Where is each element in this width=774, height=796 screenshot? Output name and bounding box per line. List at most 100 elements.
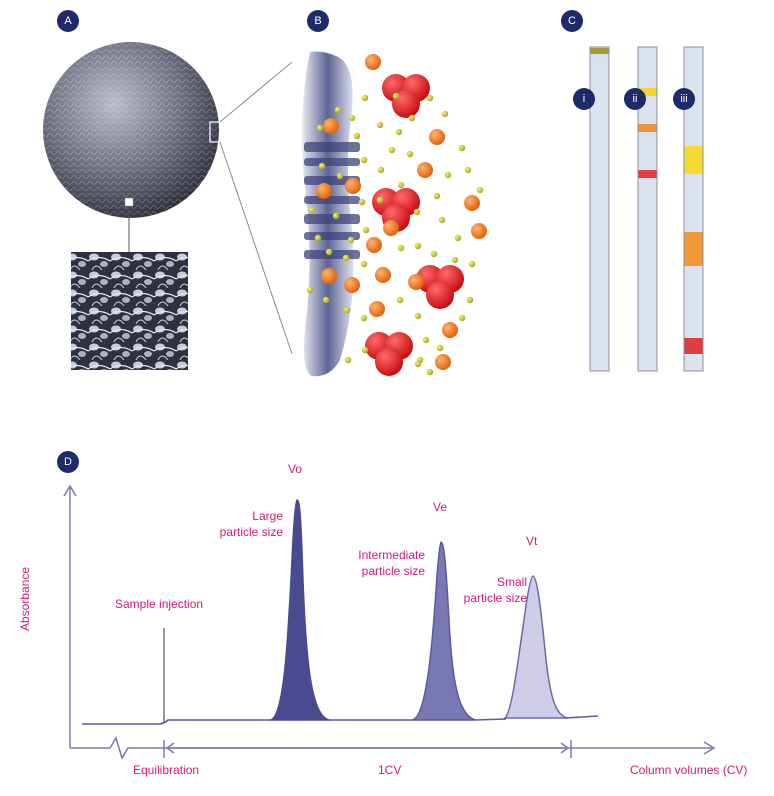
small-particle <box>433 192 441 200</box>
column-tube <box>589 46 610 372</box>
column-2 <box>637 46 658 372</box>
small-particle <box>362 226 370 234</box>
medium-particle <box>365 54 381 70</box>
separated-band <box>684 146 703 174</box>
small-particle <box>414 242 422 250</box>
small-particle <box>397 244 405 252</box>
bead-texture <box>43 42 219 218</box>
small-particle <box>466 296 474 304</box>
peak-vo <box>269 499 331 721</box>
small-particle <box>406 150 414 158</box>
small-particle <box>353 132 361 140</box>
medium-particle <box>366 237 382 253</box>
panel-b <box>302 51 487 377</box>
small-particle <box>392 92 400 100</box>
small-particle <box>306 286 314 294</box>
small-particle <box>360 156 368 164</box>
panel-a <box>43 42 293 370</box>
medium-particle <box>383 220 399 236</box>
equilibration-label: Equilibration <box>133 763 200 777</box>
y-axis-arrow <box>63 484 77 497</box>
bead-cross-section <box>302 51 354 377</box>
x-axis-arrow <box>703 741 716 755</box>
small-particle <box>344 356 352 364</box>
small-particle <box>464 166 472 174</box>
small-particle <box>444 171 452 179</box>
cv-arrow-left <box>165 742 175 754</box>
peak-vt <box>502 575 569 719</box>
small-particle <box>377 166 385 174</box>
large-particle <box>382 74 430 118</box>
small-particle <box>426 94 434 102</box>
large-particle <box>365 332 413 376</box>
large-particle-sphere <box>426 281 454 309</box>
badge-column-iii: iii <box>673 88 695 110</box>
pore-channel <box>304 158 360 166</box>
sample-band-loaded <box>590 48 609 54</box>
panel-c <box>589 46 704 372</box>
pore-channel <box>304 142 360 152</box>
separated-band <box>684 232 703 266</box>
small-particle <box>426 368 434 376</box>
small-particle <box>396 296 404 304</box>
medium-particle <box>408 274 424 290</box>
badge-column-ii: ii <box>624 88 646 110</box>
medium-particle <box>442 322 458 338</box>
small-particle <box>376 121 384 129</box>
zoom-line-top <box>219 61 293 123</box>
pore-channel <box>304 214 360 224</box>
cv-arrow-right <box>560 742 570 754</box>
large-particle-sphere <box>375 348 403 376</box>
baseline <box>82 715 599 725</box>
small-particle <box>334 106 342 114</box>
panel-d <box>63 484 716 760</box>
small-particle <box>348 114 356 122</box>
medium-particle <box>316 183 332 199</box>
medium-particle <box>345 178 361 194</box>
large-particle <box>416 265 464 309</box>
x-axis-label: Column volumes (CV) <box>630 763 748 777</box>
medium-particle <box>323 118 339 134</box>
badge-c: C <box>561 10 583 32</box>
small-particle <box>436 344 444 352</box>
small-particle <box>430 250 438 258</box>
zoom-line-bottom <box>219 141 293 355</box>
small-particle <box>376 196 384 204</box>
small-particle <box>388 146 396 154</box>
small-particle <box>458 314 466 322</box>
pore-channel <box>304 196 360 204</box>
peak-vo-desc-2: particle size <box>219 525 283 539</box>
small-particle <box>408 114 416 122</box>
small-particle <box>454 234 462 242</box>
column-tube <box>683 46 704 372</box>
small-particle <box>360 314 368 322</box>
medium-particle <box>464 195 480 211</box>
small-particle <box>361 94 369 102</box>
peak-ve <box>411 541 477 721</box>
small-particle <box>318 162 326 170</box>
peak-ve-name: Ve <box>433 500 448 514</box>
small-particle <box>360 260 368 268</box>
badge-a: A <box>57 10 79 32</box>
small-particle <box>438 216 446 224</box>
small-particle <box>347 236 355 244</box>
peak-ve-desc-1: Intermediate <box>358 548 425 562</box>
small-particle <box>451 256 459 264</box>
separated-band <box>684 338 703 354</box>
small-particle <box>414 312 422 320</box>
small-particle <box>358 198 366 206</box>
separated-band <box>638 124 657 132</box>
small-particle <box>441 110 449 118</box>
small-particle <box>343 306 351 314</box>
peak-ve-desc-2: particle size <box>361 564 425 578</box>
peak-vo-name: Vo <box>288 462 303 476</box>
badge-b: B <box>307 10 329 32</box>
separated-band <box>638 170 657 178</box>
peak-vt-desc-1: Small <box>496 575 527 589</box>
pore-mesh-image <box>71 252 188 370</box>
small-particle <box>325 248 333 256</box>
cv-label: 1CV <box>378 763 402 777</box>
small-particle <box>316 124 324 132</box>
injection-label: Sample injection <box>115 597 204 611</box>
small-particle <box>422 336 430 344</box>
